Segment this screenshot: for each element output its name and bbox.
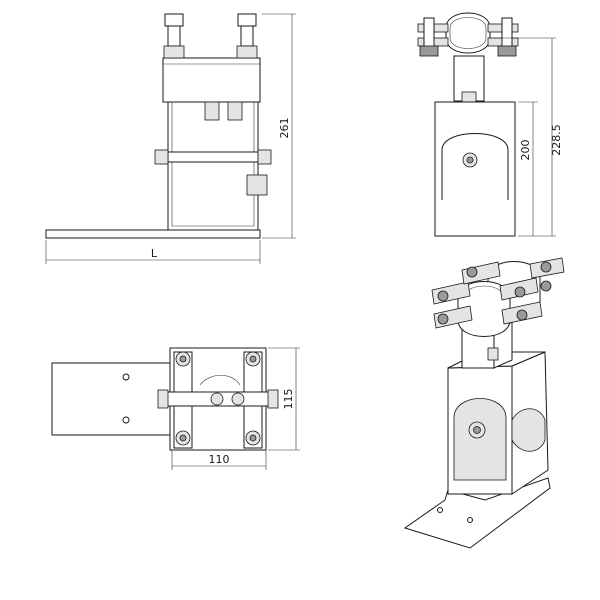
pivot-plate [441,133,509,200]
side-view: 200 228.5 [417,12,563,237]
top-base-plate [51,362,171,436]
pipe-clamp [445,12,491,54]
isometric-view [403,257,565,549]
top-view: 115 110 [51,347,300,470]
iso-clamp-nuts [437,261,552,325]
corner-nuts [175,351,261,446]
iso-pivot-plate [453,398,507,481]
front-width-dimension: L [151,247,158,260]
front-view: 261 L [45,13,296,264]
front-height-dimension: 261 [278,118,291,139]
pivot-bolt-right [257,149,272,165]
clamp-bolt-right [236,13,258,59]
top-width-dimension: 110 [209,453,230,466]
base-plate [45,229,261,239]
clamp-bolt-left [163,13,185,59]
axle-rod [167,151,259,163]
top-depth-dimension: 115 [282,389,295,410]
adjust-bolt [246,174,268,196]
side-inner-height-dimension: 200 [519,140,532,161]
side-body [434,101,516,237]
clamp-block [162,57,261,103]
pivot-bolt-left [154,149,169,165]
side-outer-height-dimension: 228.5 [550,124,563,156]
bracket-body [167,102,259,231]
